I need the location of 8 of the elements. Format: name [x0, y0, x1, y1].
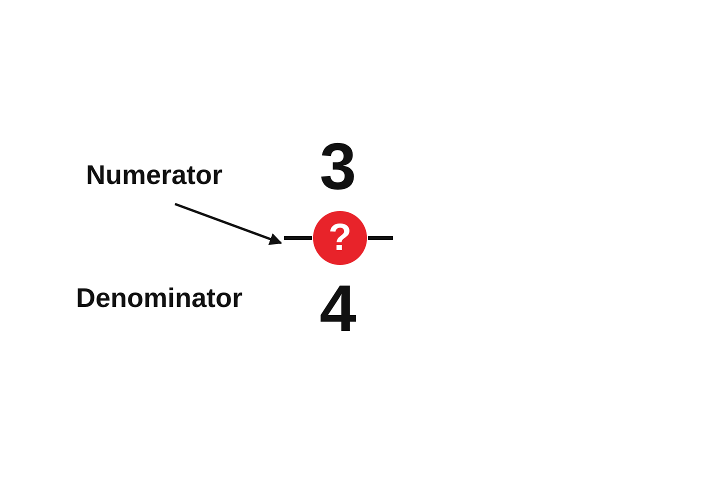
term-label: Numerator	[86, 160, 246, 196]
fraction-bar	[368, 236, 393, 240]
term-label: Denominator	[76, 284, 243, 314]
arrow	[174, 202, 282, 245]
question-badge: ?	[313, 211, 367, 265]
numerator-value: 3	[318, 130, 358, 203]
fraction-bar	[284, 236, 312, 240]
denominator-value: 4	[318, 272, 358, 345]
